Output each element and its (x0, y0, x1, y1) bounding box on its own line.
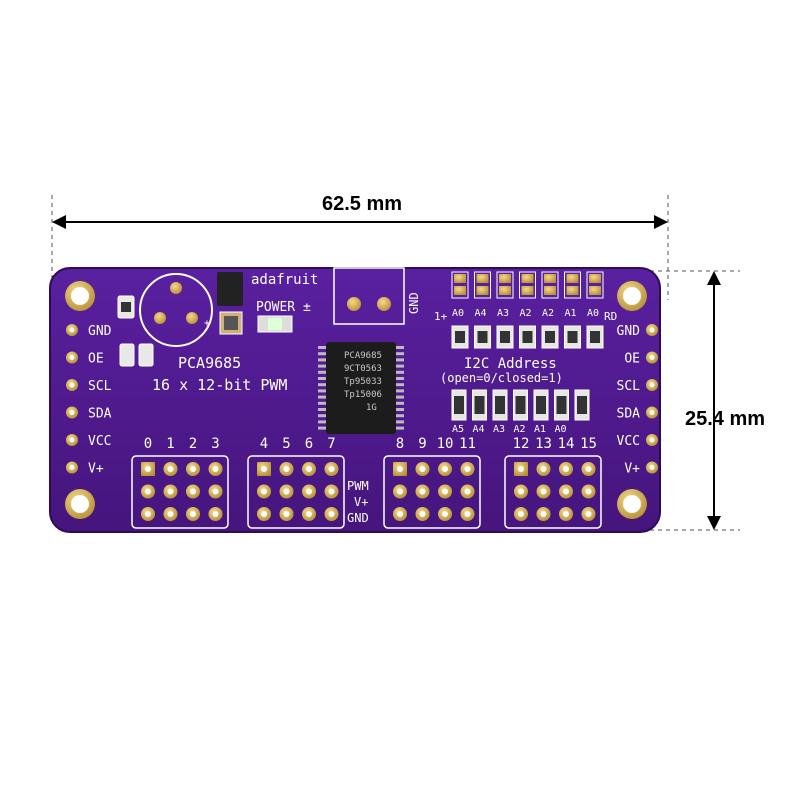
mounting-holes (65, 281, 647, 519)
address-jumper (554, 389, 569, 421)
brand-label: adafruit (251, 272, 318, 288)
chip-marking: 1G (366, 403, 377, 413)
mounting-hole (65, 281, 95, 311)
top-jumper-label: A0 (452, 308, 464, 319)
left-pin-label: VCC (88, 434, 111, 449)
chip-marking: Tp15006 (344, 390, 382, 400)
address-jumper-pads (451, 389, 590, 421)
top-jumper-label: A2 (520, 308, 532, 319)
address-label: A4 (473, 424, 485, 435)
address-label: A5 (452, 424, 464, 435)
left-pin-label: SDA (88, 407, 112, 422)
channel-number: 14 (558, 436, 575, 452)
channel-number: 9 (418, 436, 426, 452)
board-title: PCA9685 (178, 354, 241, 372)
top-jumper-prefix: 1+ (434, 310, 448, 323)
header-legend-pwm: PWM (347, 479, 369, 493)
right-pin-label: VCC (617, 434, 640, 449)
chip-marking: Tp95033 (344, 377, 382, 387)
left-pin-label: GND (88, 324, 112, 339)
top-jumper (586, 271, 604, 349)
header-legend-gnd: GND (347, 511, 369, 525)
channel-number: 1 (166, 436, 174, 452)
right-pin-label: V+ (624, 462, 640, 477)
top-jumper (519, 271, 536, 349)
address-label: A0 (555, 424, 567, 435)
height-dimension (650, 270, 740, 531)
terminal-gnd-label: GND (407, 292, 421, 314)
left-pin-label: SCL (88, 379, 112, 394)
servo-header-group (504, 455, 602, 529)
mounting-hole (617, 281, 647, 311)
channel-number: 3 (211, 436, 219, 452)
top-jumper-label: A3 (497, 308, 509, 319)
address-label: A2 (514, 424, 526, 435)
mounting-hole (617, 489, 647, 519)
top-jumper-suffix: RD (604, 310, 617, 323)
chip-marking: 9CT0563 (344, 364, 382, 374)
right-pin-label: GND (617, 324, 641, 339)
address-jumper (451, 389, 467, 421)
right-pin-label: OE (624, 352, 640, 367)
channel-number: 11 (459, 436, 476, 452)
width-dimension-label: 62.5 mm (322, 193, 403, 215)
edge-pin-holes (66, 324, 658, 474)
channel-number: 6 (305, 436, 313, 452)
electrolytic-capacitor-footprint: + (139, 273, 213, 347)
channel-number: 12 (513, 436, 530, 452)
chip-marking: PCA9685 (344, 351, 382, 361)
channel-number: 4 (260, 436, 268, 452)
top-jumper (564, 271, 581, 349)
top-jumper (496, 271, 514, 349)
power-label: POWER ± (256, 300, 311, 315)
address-label: A3 (493, 424, 505, 435)
top-jumper-label: A1 (565, 308, 577, 319)
channel-number: 5 (282, 436, 290, 452)
mounting-hole (65, 489, 95, 519)
address-label: A1 (534, 424, 546, 435)
top-jumper-label: A4 (475, 308, 487, 319)
channel-number: 10 (437, 436, 454, 452)
left-pin-label: V+ (88, 462, 104, 477)
channel-number: 0 (144, 436, 152, 452)
smd-components (117, 272, 293, 367)
channel-number: 7 (327, 436, 335, 452)
servo-header-group (247, 455, 345, 529)
height-dimension-label: 25.4 mm (685, 408, 766, 430)
right-pin-label: SDA (617, 407, 641, 422)
top-jumper-pads (451, 271, 604, 349)
svg-text:+: + (204, 318, 210, 329)
top-jumper-label: A0 (587, 308, 599, 319)
address-jumper (574, 389, 590, 421)
servo-header-group (383, 455, 481, 529)
channel-number: 8 (396, 436, 404, 452)
address-jumper (472, 389, 487, 421)
channel-number: 15 (580, 436, 597, 452)
top-jumper (474, 271, 491, 349)
channel-number: 2 (189, 436, 197, 452)
right-pin-label: SCL (617, 379, 641, 394)
pca9685-chip (318, 342, 404, 434)
width-dimension (51, 195, 669, 300)
left-pin-label: OE (88, 352, 104, 367)
top-jumper (541, 271, 559, 349)
top-jumper (451, 271, 469, 349)
channel-number: 13 (535, 436, 552, 452)
servo-header-group (131, 455, 229, 529)
address-jumper (492, 389, 508, 421)
i2c-subtitle: (open=0/closed=1) (440, 371, 563, 385)
header-legend-vplus: V+ (354, 495, 368, 509)
top-jumper-label: A2 (542, 308, 554, 319)
servo-headers (131, 455, 602, 529)
board-subtitle: 16 x 12-bit PWM (152, 376, 287, 394)
terminal-block (333, 267, 405, 325)
address-jumper (513, 389, 528, 421)
address-jumper (533, 389, 549, 421)
i2c-title: I2C Address (464, 356, 557, 372)
